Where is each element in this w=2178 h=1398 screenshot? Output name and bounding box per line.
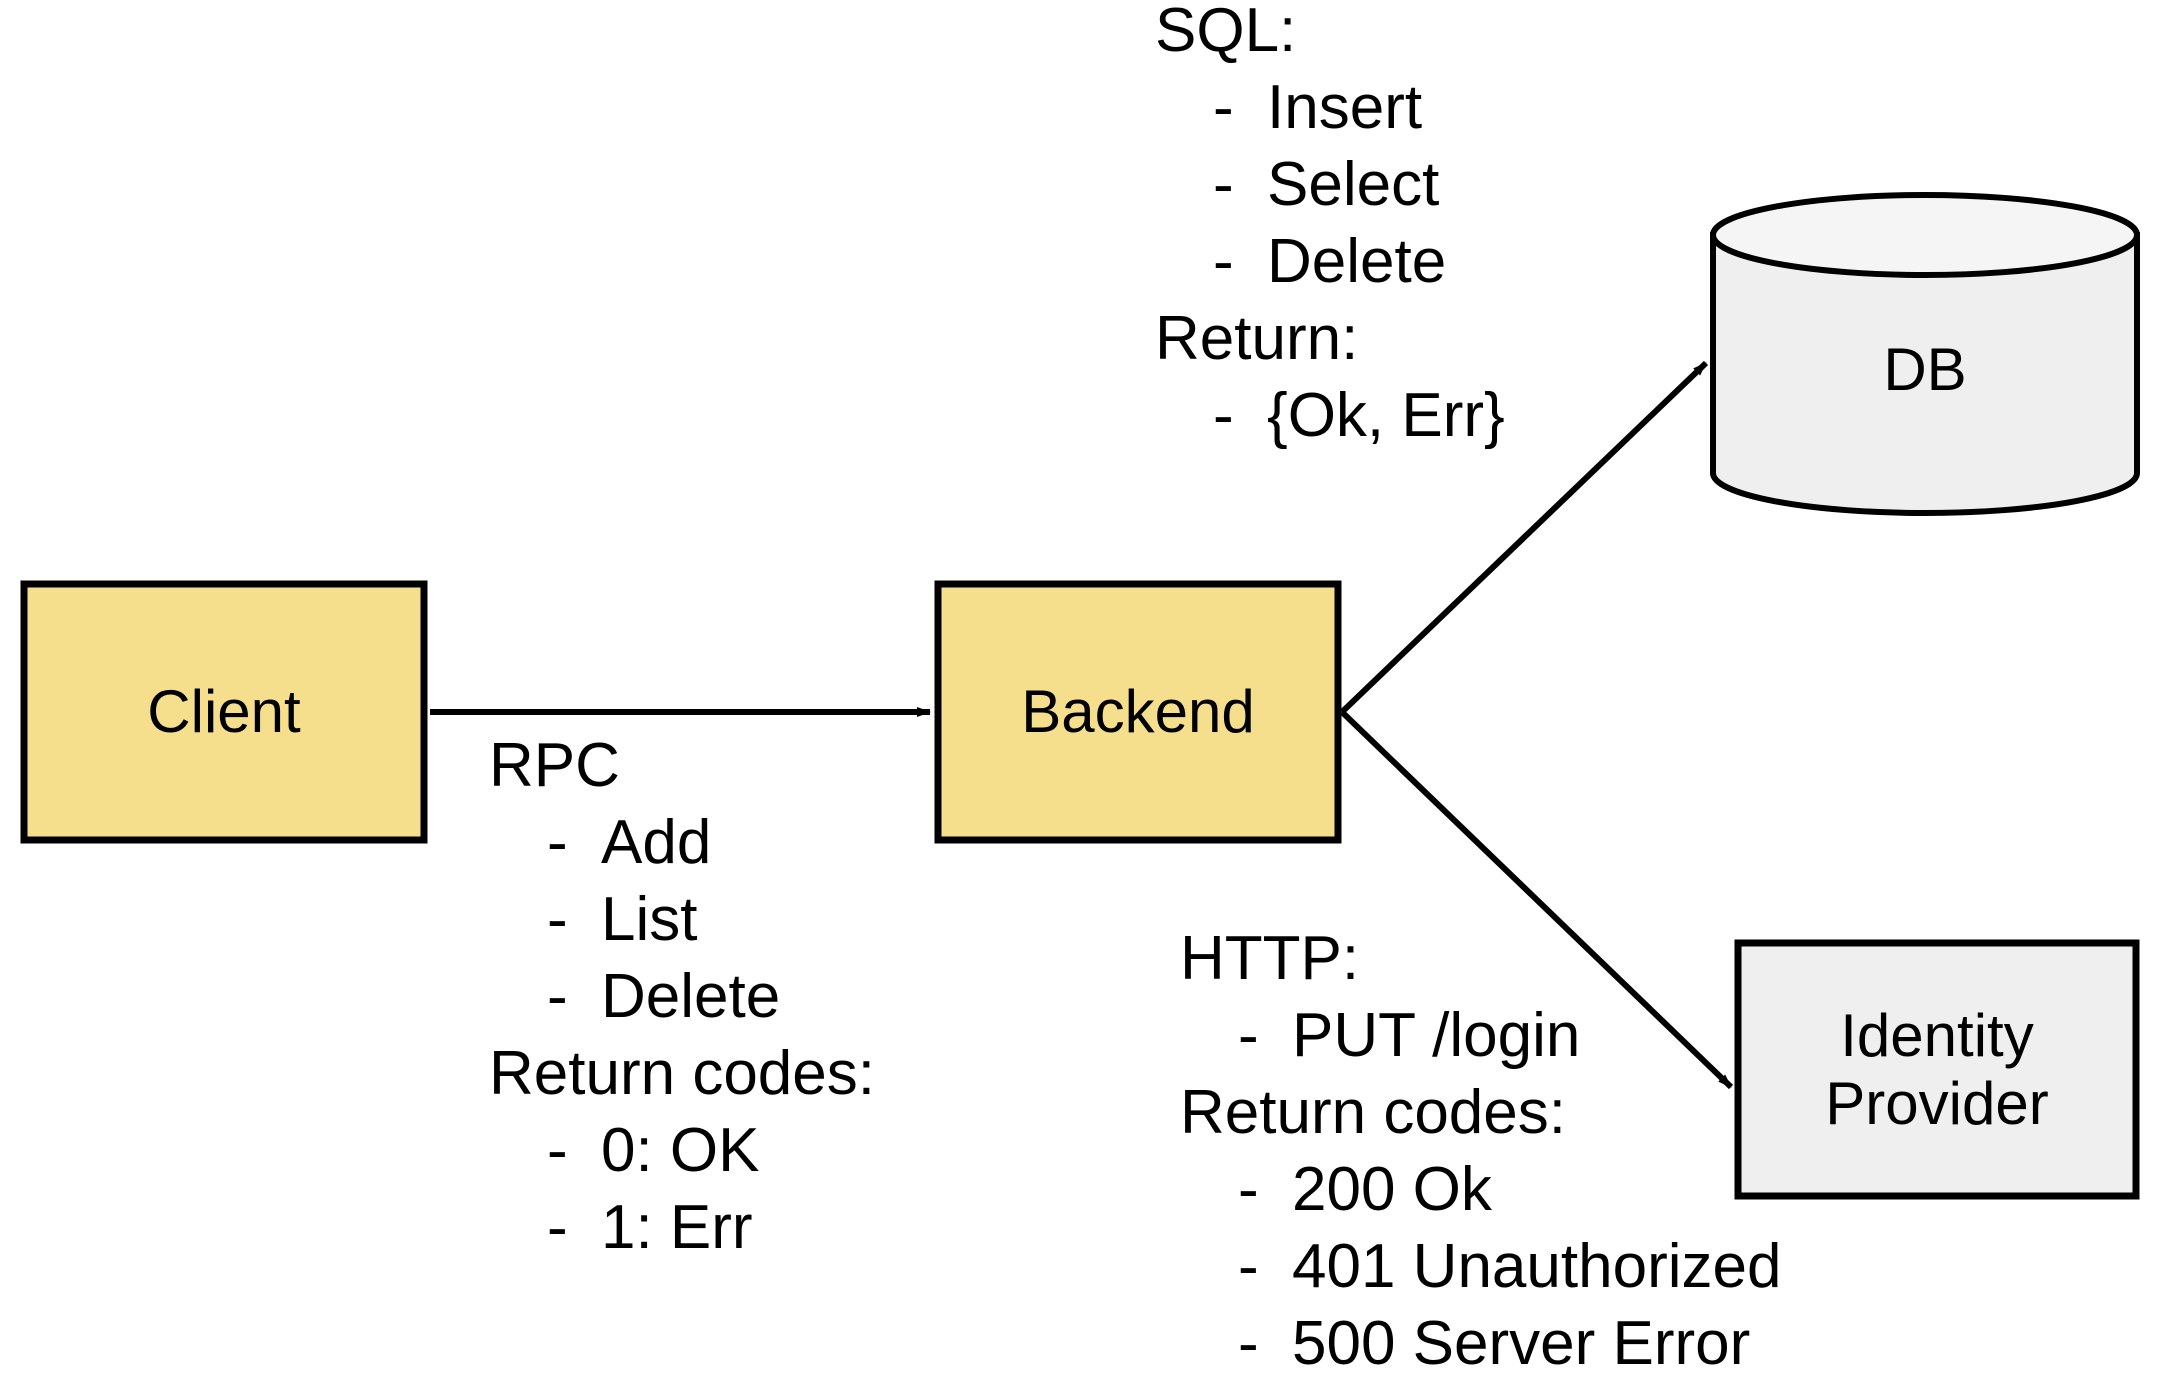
http-annotation: HTTP: -PUT /login Return codes: -200 Ok … <box>1180 920 1781 1382</box>
http-heading: HTTP: <box>1180 924 1360 993</box>
rpc-return-row-1: -1: Err <box>489 1189 875 1266</box>
sql-method-1: Select <box>1267 150 1440 219</box>
sql-return-row-0: -{Ok, Err} <box>1155 377 1505 454</box>
bullet-dash-icon: - <box>547 1193 568 1262</box>
http-method-row-0: -PUT /login <box>1180 997 1781 1074</box>
sql-return-0: {Ok, Err} <box>1267 381 1505 450</box>
bullet-dash-icon: - <box>1213 381 1234 450</box>
edge-backend-to-db <box>1339 360 1709 715</box>
sql-method-row-2: -Delete <box>1155 223 1505 300</box>
bullet-dash-icon: - <box>547 885 568 954</box>
rpc-method-row-0: -Add <box>489 804 875 881</box>
identity-provider-node-shape[interactable] <box>1734 939 2140 1200</box>
rpc-method-1: List <box>601 885 698 954</box>
rpc-method-row-1: -List <box>489 881 875 958</box>
rpc-return-1: 1: Err <box>601 1193 753 1262</box>
sql-return-heading: Return: <box>1155 304 1359 373</box>
bullet-dash-icon: - <box>1213 227 1234 296</box>
bullet-dash-icon: - <box>1213 150 1234 219</box>
rpc-method-row-2: -Delete <box>489 958 875 1035</box>
bullet-dash-icon: - <box>1238 1309 1259 1378</box>
bullet-dash-icon: - <box>1238 1155 1259 1224</box>
http-return-row-2: -500 Server Error <box>1180 1305 1781 1382</box>
bullet-dash-icon: - <box>1213 73 1234 142</box>
bullet-dash-icon: - <box>547 962 568 1031</box>
bullet-dash-icon: - <box>547 808 568 877</box>
http-return-heading: Return codes: <box>1180 1078 1566 1147</box>
sql-heading: SQL: <box>1155 0 1297 65</box>
rpc-heading: RPC <box>489 731 620 800</box>
http-return-1: 401 Unauthorized <box>1292 1232 1782 1301</box>
rpc-return-0: 0: OK <box>601 1116 760 1185</box>
edge-backend-to-identity-provider <box>1339 709 1734 1090</box>
db-node-shape[interactable] <box>1710 192 2140 516</box>
bullet-dash-icon: - <box>547 1116 568 1185</box>
http-method-0: PUT /login <box>1292 1001 1581 1070</box>
http-return-row-0: -200 Ok <box>1180 1151 1781 1228</box>
sql-annotation: SQL: -Insert -Select -Delete Return: -{O… <box>1155 0 1505 454</box>
bullet-dash-icon: - <box>1238 1001 1259 1070</box>
rpc-annotation: RPC -Add -List -Delete Return codes: -0:… <box>489 727 875 1266</box>
rpc-method-0: Add <box>601 808 712 877</box>
rpc-method-2: Delete <box>601 962 781 1031</box>
client-node-shape[interactable] <box>20 580 428 844</box>
bullet-dash-icon: - <box>1238 1232 1259 1301</box>
rpc-return-row-0: -0: OK <box>489 1112 875 1189</box>
rpc-return-heading: Return codes: <box>489 1039 875 1108</box>
sql-method-row-1: -Select <box>1155 146 1505 223</box>
sql-method-0: Insert <box>1267 73 1423 142</box>
sql-method-row-0: -Insert <box>1155 69 1505 146</box>
sql-method-2: Delete <box>1267 227 1447 296</box>
http-return-2: 500 Server Error <box>1292 1309 1751 1378</box>
backend-node-shape[interactable] <box>934 580 1342 844</box>
http-return-0: 200 Ok <box>1292 1155 1492 1224</box>
http-return-row-1: -401 Unauthorized <box>1180 1228 1781 1305</box>
